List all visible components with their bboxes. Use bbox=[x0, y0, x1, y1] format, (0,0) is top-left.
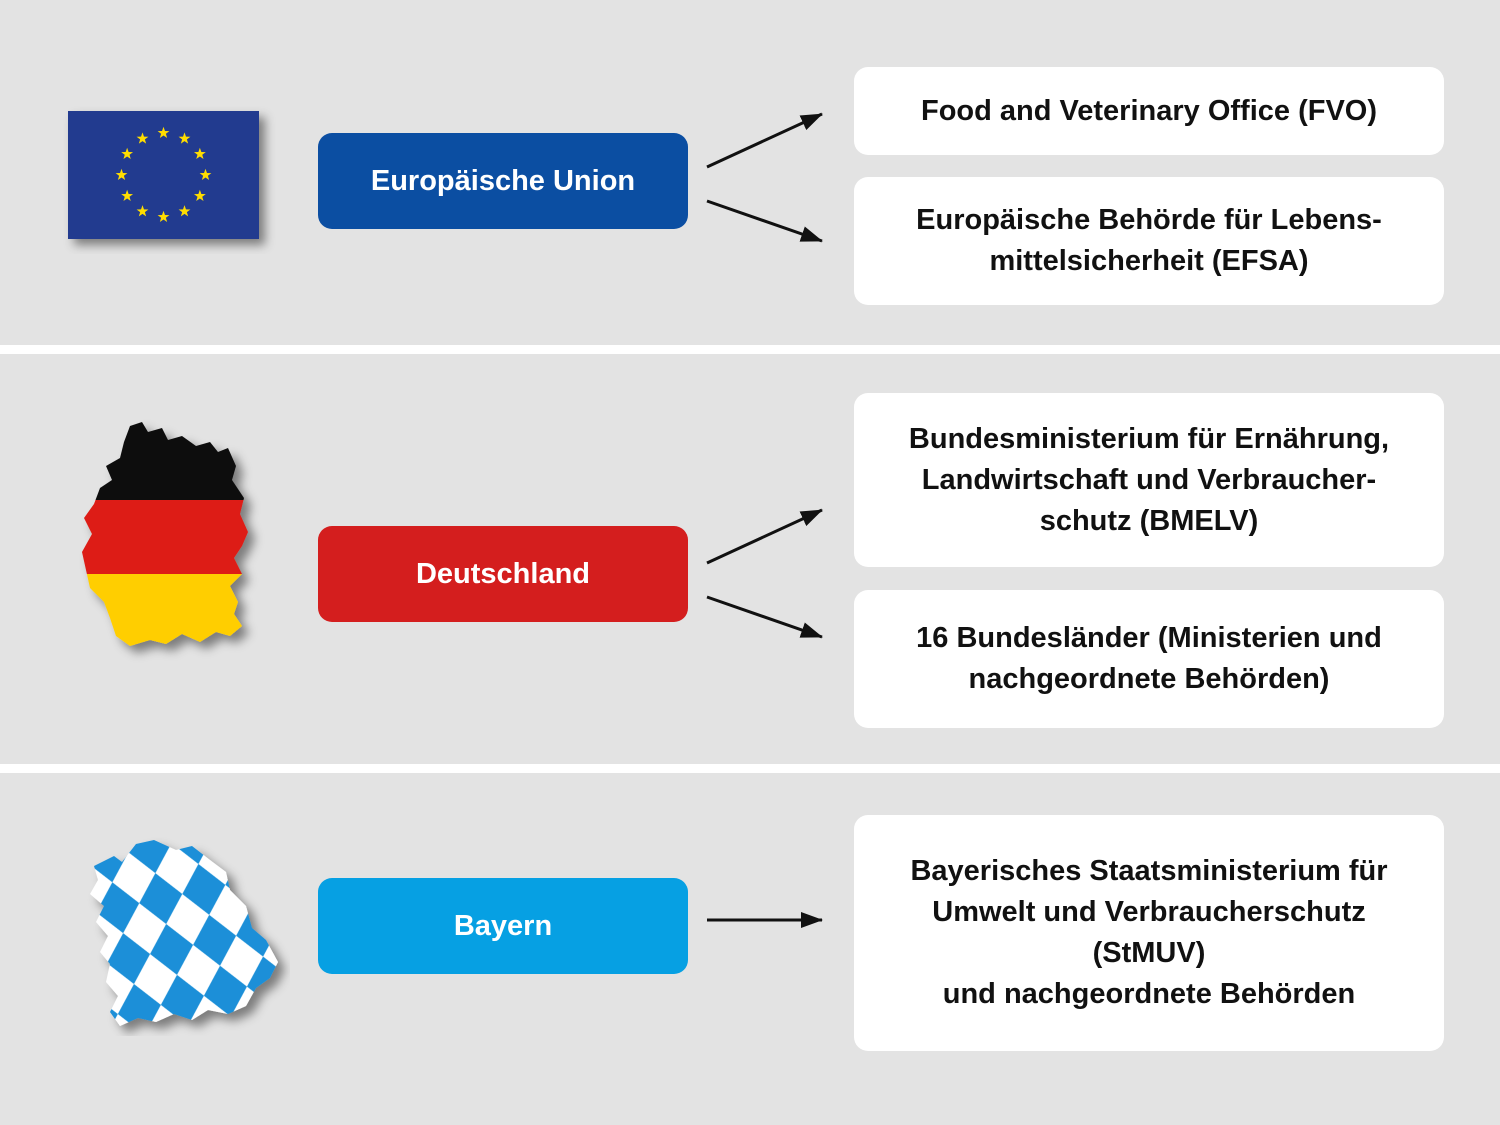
arrow-de-to-laender bbox=[706, 595, 823, 639]
eu-star-icon bbox=[193, 189, 206, 202]
bavaria-level-label: Bayern bbox=[318, 878, 688, 974]
arrow-eu-to-efsa bbox=[706, 199, 823, 243]
germany-level-label: Deutschland bbox=[318, 526, 688, 622]
eu-star-icon bbox=[178, 205, 191, 217]
arrow-eu-to-fvo bbox=[706, 112, 823, 169]
target-box-bmelv: Bundesministerium für Ernährung, Landwir… bbox=[854, 393, 1444, 567]
eu-star-icon bbox=[157, 210, 170, 223]
target-label: Europäische Behörde für Lebens- mittelsi… bbox=[916, 204, 1382, 277]
target-label: Bundesministerium für Ernährung, Landwir… bbox=[908, 422, 1390, 537]
eu-flag-icon bbox=[68, 111, 259, 239]
arrow-de-to-bmelv bbox=[706, 508, 823, 565]
target-box-bundeslaender: 16 Bundesländer (Ministerien und nachgeo… bbox=[854, 590, 1444, 728]
eu-star-icon bbox=[136, 132, 149, 144]
target-label: Bayerisches Staatsministerium für Umwelt… bbox=[910, 855, 1388, 1010]
eu-level-label: Europäische Union bbox=[318, 133, 688, 229]
eu-star-icon bbox=[178, 132, 191, 144]
eu-star-icon bbox=[121, 147, 134, 160]
target-label: Food and Veterinary Office (FVO) bbox=[920, 94, 1377, 127]
eu-star-icon bbox=[157, 126, 170, 139]
target-label: 16 Bundesländer (Ministerien und nachgeo… bbox=[916, 622, 1382, 695]
target-box-stmuv: Bayerisches Staatsministerium für Umwelt… bbox=[854, 815, 1444, 1051]
eu-star-icon bbox=[136, 205, 149, 217]
bavaria-map-icon bbox=[90, 840, 278, 1026]
eu-star-icon bbox=[193, 147, 206, 160]
eu-star-icon bbox=[121, 189, 134, 202]
target-box-efsa: Europäische Behörde für Lebens- mittelsi… bbox=[854, 177, 1444, 305]
eu-star-icon bbox=[199, 168, 212, 181]
target-box-fvo: Food and Veterinary Office (FVO) bbox=[854, 67, 1444, 155]
germany-map-icon bbox=[82, 422, 248, 646]
eu-star-icon bbox=[115, 168, 128, 181]
